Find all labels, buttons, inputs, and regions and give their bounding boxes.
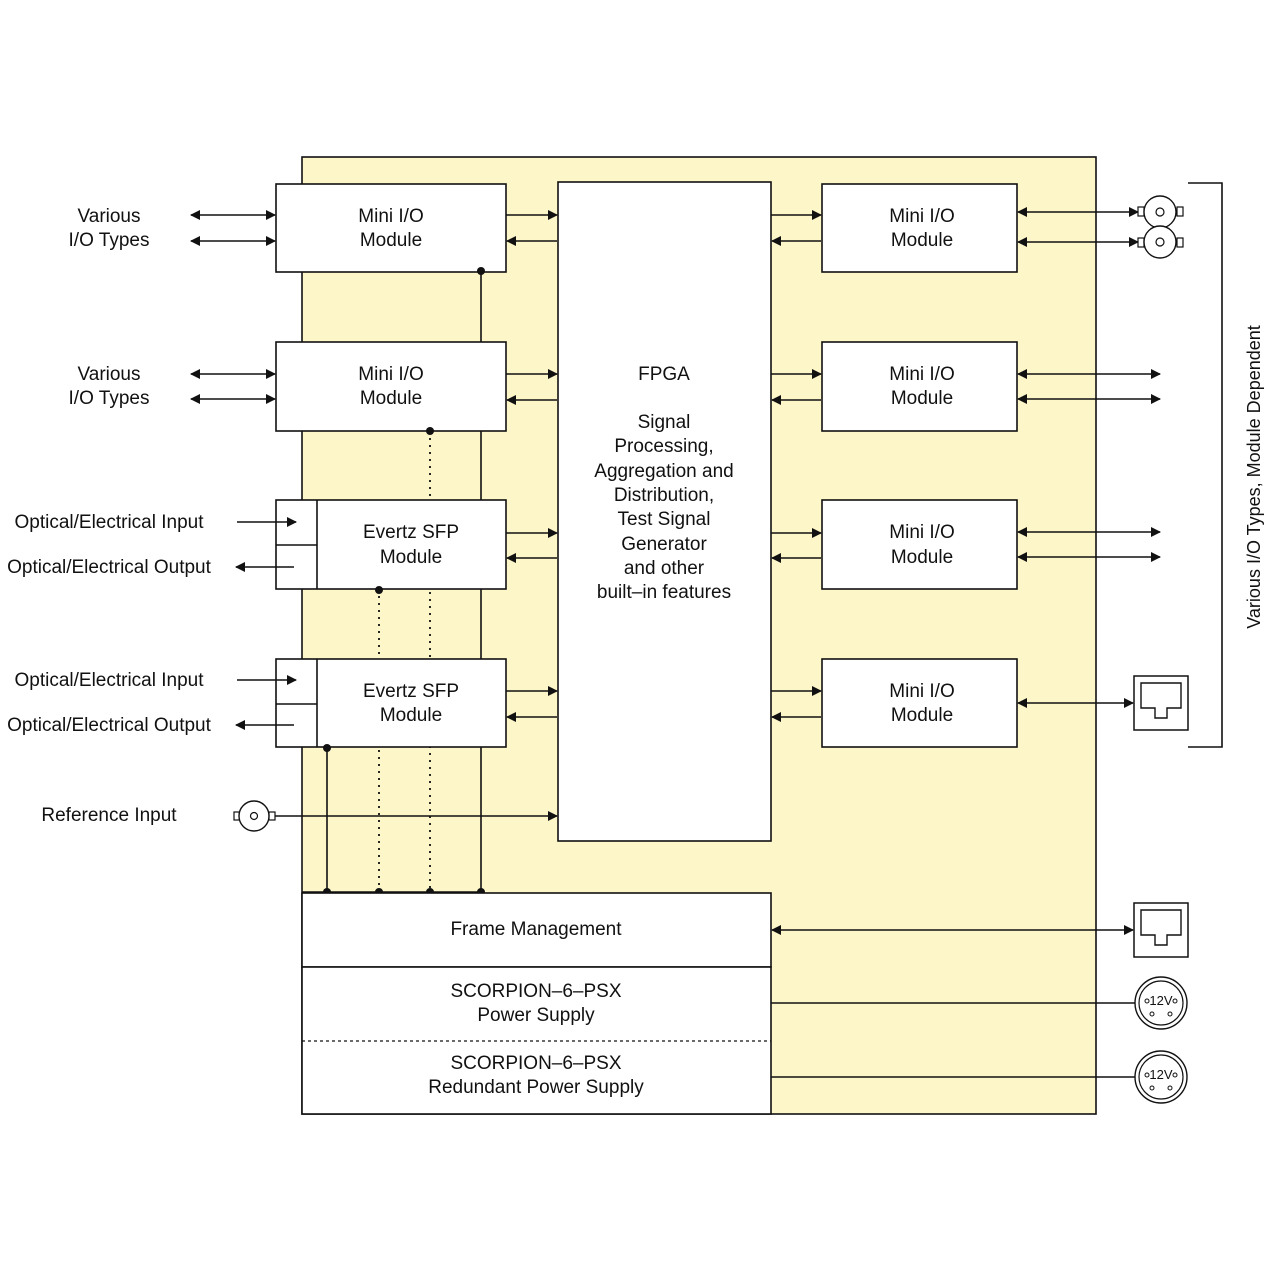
module-label: Module [380,547,442,568]
module-label: Mini I/O [889,206,954,227]
sfp-input-label: Optical/Electrical Input [14,670,204,691]
frame-management-label: Frame Management [450,919,622,940]
connector-voltage-label: 12V [1149,993,1172,1008]
io-label: Various [77,364,140,385]
right-module-2: Mini I/O Module [821,341,1018,432]
sfp-output-label: Optical/Electrical Output [7,557,212,578]
bnc-connector-icon [1137,225,1184,259]
io-label: I/O Types [69,388,150,409]
module-label: Module [360,230,422,251]
sfp-module-1: Evertz SFP Module [275,499,507,590]
junction-dot [426,427,434,435]
module-label: Module [380,705,442,726]
module-label: Module [891,547,953,568]
bnc-connector-icon [233,800,276,832]
right-bracket [1188,182,1223,748]
sfp-input-label: Optical/Electrical Input [14,512,204,533]
fpga-desc: built–in features [597,582,731,603]
rj45-connector-icon [1133,902,1189,958]
module-label: Module [891,230,953,251]
module-label: Module [360,388,422,409]
fpga-desc: Distribution, [614,485,714,506]
fpga-block: FPGA Signal Processing, Aggregation and … [557,181,772,842]
power-supply-label: SCORPION–6–PSX [450,981,621,1002]
left-module-2: Mini I/O Module [275,341,507,432]
junction-dot [323,744,331,752]
module-label: Mini I/O [358,206,423,227]
xlr-12v-connector-icon: 12V [1134,976,1188,1030]
fpga-desc: Signal [638,412,691,433]
module-label: Mini I/O [889,522,954,543]
fpga-desc: Processing, [614,436,713,457]
module-label: Evertz SFP [363,681,459,702]
rj45-connector-icon [1133,675,1189,731]
module-label: Mini I/O [889,364,954,385]
bnc-connector-icon [1137,195,1184,229]
module-label: Evertz SFP [363,522,459,543]
sfp-1-io: Optical/Electrical Input Optical/Electri… [7,512,297,578]
junction-dot [375,586,383,594]
sfp-module-2: Evertz SFP Module [275,658,507,748]
right-module-1: Mini I/O Module [821,183,1018,273]
redundant-power-label: SCORPION–6–PSX [450,1053,621,1074]
fpga-desc: Aggregation and [594,461,733,482]
sfp-2-io: Optical/Electrical Input Optical/Electri… [7,670,297,736]
redundant-power-label: Redundant Power Supply [428,1077,644,1098]
io-label: I/O Types [69,230,150,251]
right-bracket-label: Various I/O Types, Module Dependent [1244,325,1264,629]
connector-voltage-label: 12V [1149,1067,1172,1082]
fpga-desc: and other [624,558,705,579]
sfp-output-label: Optical/Electrical Output [7,715,212,736]
reference-input: Reference Input [41,800,558,832]
left-fpga-links [506,210,558,722]
module-label: Module [891,705,953,726]
fpga-title: FPGA [638,364,690,385]
xlr-12v-connector-icon: 12V [1134,1050,1188,1104]
right-external-links [1017,207,1161,708]
right-module-3: Mini I/O Module [821,499,1018,590]
frame-management-block: Frame Management [301,892,772,968]
left-io-group-1: Various I/O Types [69,206,276,251]
module-label: Mini I/O [358,364,423,385]
power-supply-block: SCORPION–6–PSX Power Supply SCORPION–6–P… [301,966,772,1115]
reference-label: Reference Input [41,805,177,826]
io-label: Various [77,206,140,227]
left-io-group-2: Various I/O Types [69,364,276,409]
fpga-desc: Generator [621,534,707,555]
fpga-desc: Test Signal [618,509,711,530]
module-label: Mini I/O [889,681,954,702]
fpga-right-links [771,210,822,722]
right-module-4: Mini I/O Module [821,658,1018,748]
left-module-1: Mini I/O Module [275,183,507,273]
module-label: Module [891,388,953,409]
power-supply-label: Power Supply [477,1005,595,1026]
junction-dot [477,267,485,275]
